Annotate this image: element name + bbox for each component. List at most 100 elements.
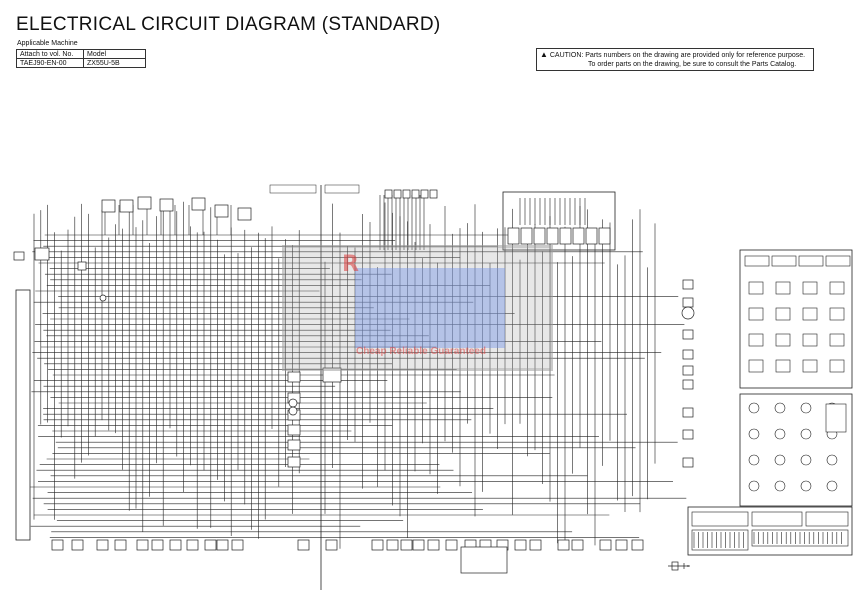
bottom-connector (151, 539, 164, 551)
connector-pin-block (533, 227, 546, 245)
connector-panel-lower (687, 506, 853, 556)
top-connector (237, 207, 252, 221)
device-symbol (682, 407, 694, 418)
connector-face (748, 359, 764, 373)
device-symbol (287, 424, 301, 436)
page-title: ELECTRICAL CIRCUIT DIAGRAM (STANDARD) (16, 14, 441, 35)
components (13, 189, 695, 574)
lamp-symbol (288, 406, 298, 416)
bottom-connector (96, 539, 109, 551)
connector-face (800, 428, 812, 440)
warning-triangle-icon: ▲ (540, 50, 548, 59)
connector-face (829, 281, 845, 295)
bottom-connector (615, 539, 628, 551)
bottom-connector (325, 539, 338, 551)
top-connector (137, 196, 152, 210)
bottom-connector (216, 539, 229, 551)
bottom-connector (529, 539, 542, 551)
top-connector (429, 189, 438, 199)
top-connector (384, 189, 393, 199)
connector-face (774, 428, 786, 440)
connector-face (774, 454, 786, 466)
device-symbol (287, 439, 301, 451)
connector-face (826, 480, 838, 492)
connector-face (800, 454, 812, 466)
connector-face (829, 307, 845, 321)
bottom-connector (445, 539, 458, 551)
bottom-connector (51, 539, 64, 551)
connector-face (802, 281, 818, 295)
connector-face (691, 511, 749, 527)
connector-face (775, 281, 791, 295)
device-symbol (682, 279, 694, 290)
connector-face (774, 480, 786, 492)
caution-line-2: To order parts on the drawing, be sure t… (588, 61, 797, 68)
relay-symbol (322, 367, 342, 383)
connector-face (800, 480, 812, 492)
top-connector-frame (502, 191, 616, 251)
watermark-text: Cheap Reliable Guaranteed (356, 346, 487, 357)
connector-face (775, 359, 791, 373)
bottom-connector (599, 539, 612, 551)
bottom-connector (400, 539, 413, 551)
connector-face (748, 307, 764, 321)
connector-face (748, 428, 760, 440)
device-symbol (682, 379, 694, 390)
connector-face (805, 511, 849, 527)
top-connector (393, 189, 402, 199)
bottom-connector (631, 539, 644, 551)
device-symbol (682, 297, 694, 308)
connector-face (825, 255, 851, 267)
connector-face (802, 307, 818, 321)
connector-face (691, 529, 749, 551)
bottom-connector (412, 539, 425, 551)
connector-face (775, 307, 791, 321)
bottom-connector (386, 539, 399, 551)
connector-pin-block (585, 227, 598, 245)
bottom-connector (71, 539, 84, 551)
connector-face (774, 402, 786, 414)
lamp-symbol (288, 398, 298, 408)
top-connector (101, 199, 116, 213)
top-right-label-box (324, 184, 360, 194)
connector-face (748, 454, 760, 466)
device-symbol (682, 329, 694, 340)
connector-face (748, 281, 764, 295)
pressure-sensor-symbol (681, 306, 695, 320)
bottom-connector (427, 539, 440, 551)
device-symbol (682, 365, 694, 376)
connector-pin-block (546, 227, 559, 245)
connector-face (748, 333, 764, 347)
top-connector (402, 189, 411, 199)
top-connector (119, 199, 134, 213)
ground-symbol (668, 561, 690, 571)
connector-face (826, 454, 838, 466)
connector-face (748, 480, 760, 492)
top-connector (411, 189, 420, 199)
device-symbol (682, 349, 694, 360)
connector-pin-block (572, 227, 585, 245)
bottom-connector (297, 539, 310, 551)
connector-face (751, 511, 803, 527)
bottom-connector (204, 539, 217, 551)
connector-face (802, 333, 818, 347)
connector-face (775, 333, 791, 347)
top-connector (191, 197, 206, 211)
bottom-connector (186, 539, 199, 551)
applicable-machine-label: Applicable Machine (17, 40, 78, 47)
connector-face (825, 403, 847, 433)
connector-face (800, 402, 812, 414)
connector-face (798, 255, 824, 267)
battery-symbol (34, 247, 50, 261)
device-symbol (682, 457, 694, 468)
connector-symbols (691, 255, 851, 551)
bottom-connector (114, 539, 127, 551)
device-symbol (287, 371, 301, 383)
table-row: TAEJ90-EN-00 ZX55U-5B (16, 58, 146, 68)
wiring-lines (30, 195, 687, 549)
bottom-connector (371, 539, 384, 551)
bottom-connector (571, 539, 584, 551)
top-connector (214, 204, 229, 218)
caution-box: ▲ CAUTION: Parts numbers on the drawing … (536, 48, 814, 71)
